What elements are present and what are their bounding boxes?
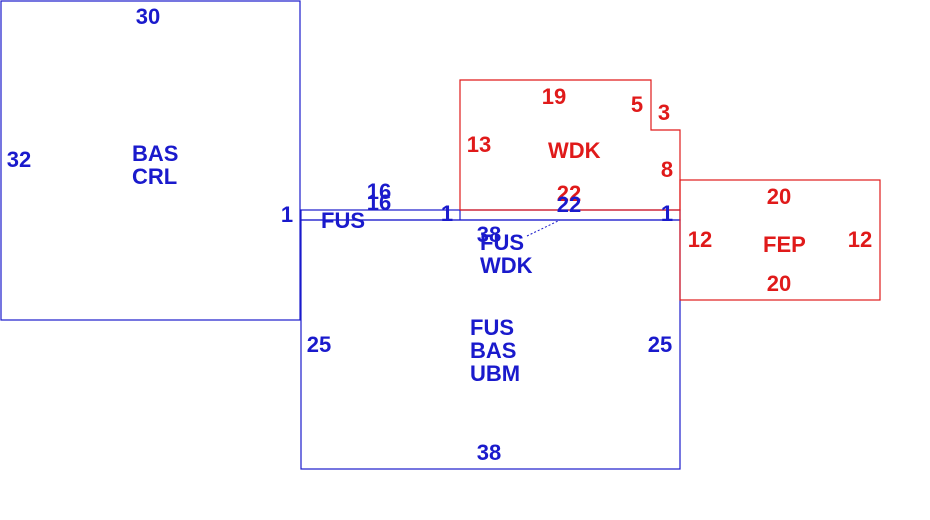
fus-strip-code: FUS (321, 208, 365, 233)
fus-strip-right-dim: 1 (661, 201, 673, 226)
fep-top-dim: 20 (767, 184, 791, 209)
fus-bas-ubm-bottom-dim: 38 (477, 440, 501, 465)
wdk-bottom-dim-blue: 22 (557, 192, 581, 217)
fus-wdk-wdk-code: WDK (480, 253, 533, 278)
fep-bottom-dim: 20 (767, 271, 791, 296)
bas-code: BAS (132, 141, 178, 166)
fus-strip-top-dim-a: 16 (367, 179, 391, 204)
wdk-top-dim: 19 (542, 84, 566, 109)
wdk-right-dim: 8 (661, 157, 673, 182)
fus-strip-left-dim: 1 (281, 202, 293, 227)
fus-bas-ubm-right-dim: 25 (648, 332, 672, 357)
fus-bas-ubm-left-dim: 25 (307, 332, 331, 357)
fus-strip-top-dim-b: 16 (367, 190, 391, 215)
crl-code: CRL (132, 164, 177, 189)
fus-bas-ubm-bas-code: BAS (470, 338, 516, 363)
wdk-notch-dim-a: 5 (631, 92, 643, 117)
fep-outline (679, 179, 881, 301)
wdk-notch-dim-b: 3 (658, 100, 670, 125)
fep-left-dim: 12 (688, 227, 712, 252)
wdk-bottom-dim-red: 22 (557, 181, 581, 206)
wdk-code: WDK (548, 138, 601, 163)
fep-code: FEP (763, 232, 806, 257)
fus-bas-ubm-ubm-code: UBM (470, 361, 520, 386)
bas-crl-top-dim: 30 (136, 4, 160, 29)
fus-wdk-fus-code: FUS (480, 230, 524, 255)
fus-strip-mid-dim: 1 (441, 201, 453, 226)
fus-bas-ubm-fus-code: FUS (470, 315, 514, 340)
fus-wdk-top-dim: 38 (477, 222, 501, 247)
bas-crl-left-dim: 32 (7, 147, 31, 172)
bas-crl-outline (0, 0, 301, 321)
fep-right-dim: 12 (848, 227, 872, 252)
dimension-leader-line (526, 219, 561, 237)
wdk-left-dim: 13 (467, 132, 491, 157)
